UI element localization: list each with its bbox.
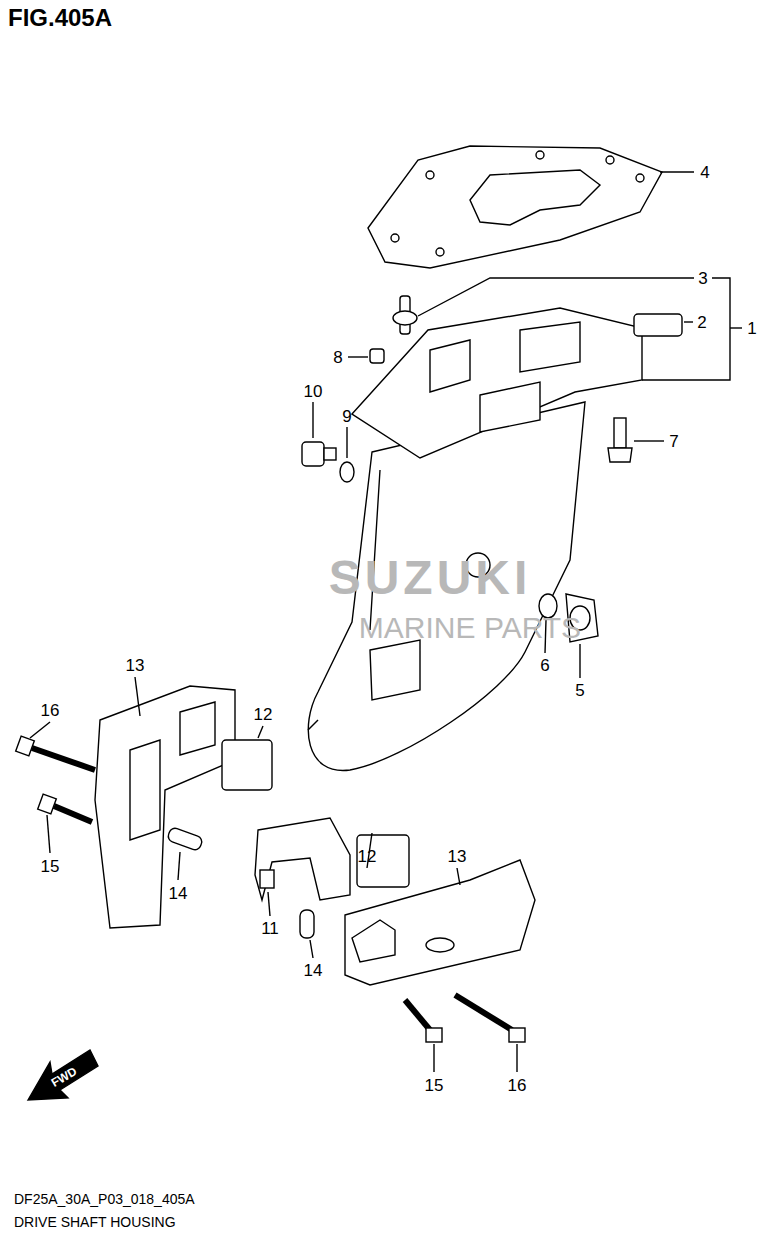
callout-number: 13 [126, 657, 145, 674]
callout-number: 12 [358, 848, 377, 865]
callout-number: 8 [333, 349, 342, 366]
callout-number: 16 [41, 702, 60, 719]
callout-number: 14 [304, 962, 323, 979]
callout-number: 3 [698, 270, 707, 287]
callout-number: 1 [747, 320, 756, 337]
figure-caption: DRIVE SHAFT HOUSING [14, 1214, 176, 1230]
callout-number: 15 [41, 858, 60, 875]
callout-number: 16 [508, 1077, 527, 1094]
figure-code: DF25A_30A_P03_018_405A [14, 1192, 195, 1206]
callout-number: 5 [575, 682, 584, 699]
figure-title: FIG.405A [8, 4, 112, 32]
callout-number: 11 [261, 920, 279, 937]
callout-number: 2 [697, 314, 706, 331]
watermark: MARINE PARTS [359, 613, 581, 643]
callout-number: 14 [169, 885, 188, 902]
callout-number: 7 [669, 433, 678, 450]
callout-number: 4 [700, 164, 709, 181]
callout-number: 9 [342, 408, 351, 425]
callout-number: 15 [425, 1077, 444, 1094]
watermark: SUZUKI [329, 554, 532, 602]
callout-number: 6 [540, 657, 549, 674]
callout-number: 12 [254, 706, 273, 723]
callout-number: 13 [448, 848, 467, 865]
callout-number: 10 [304, 383, 323, 400]
